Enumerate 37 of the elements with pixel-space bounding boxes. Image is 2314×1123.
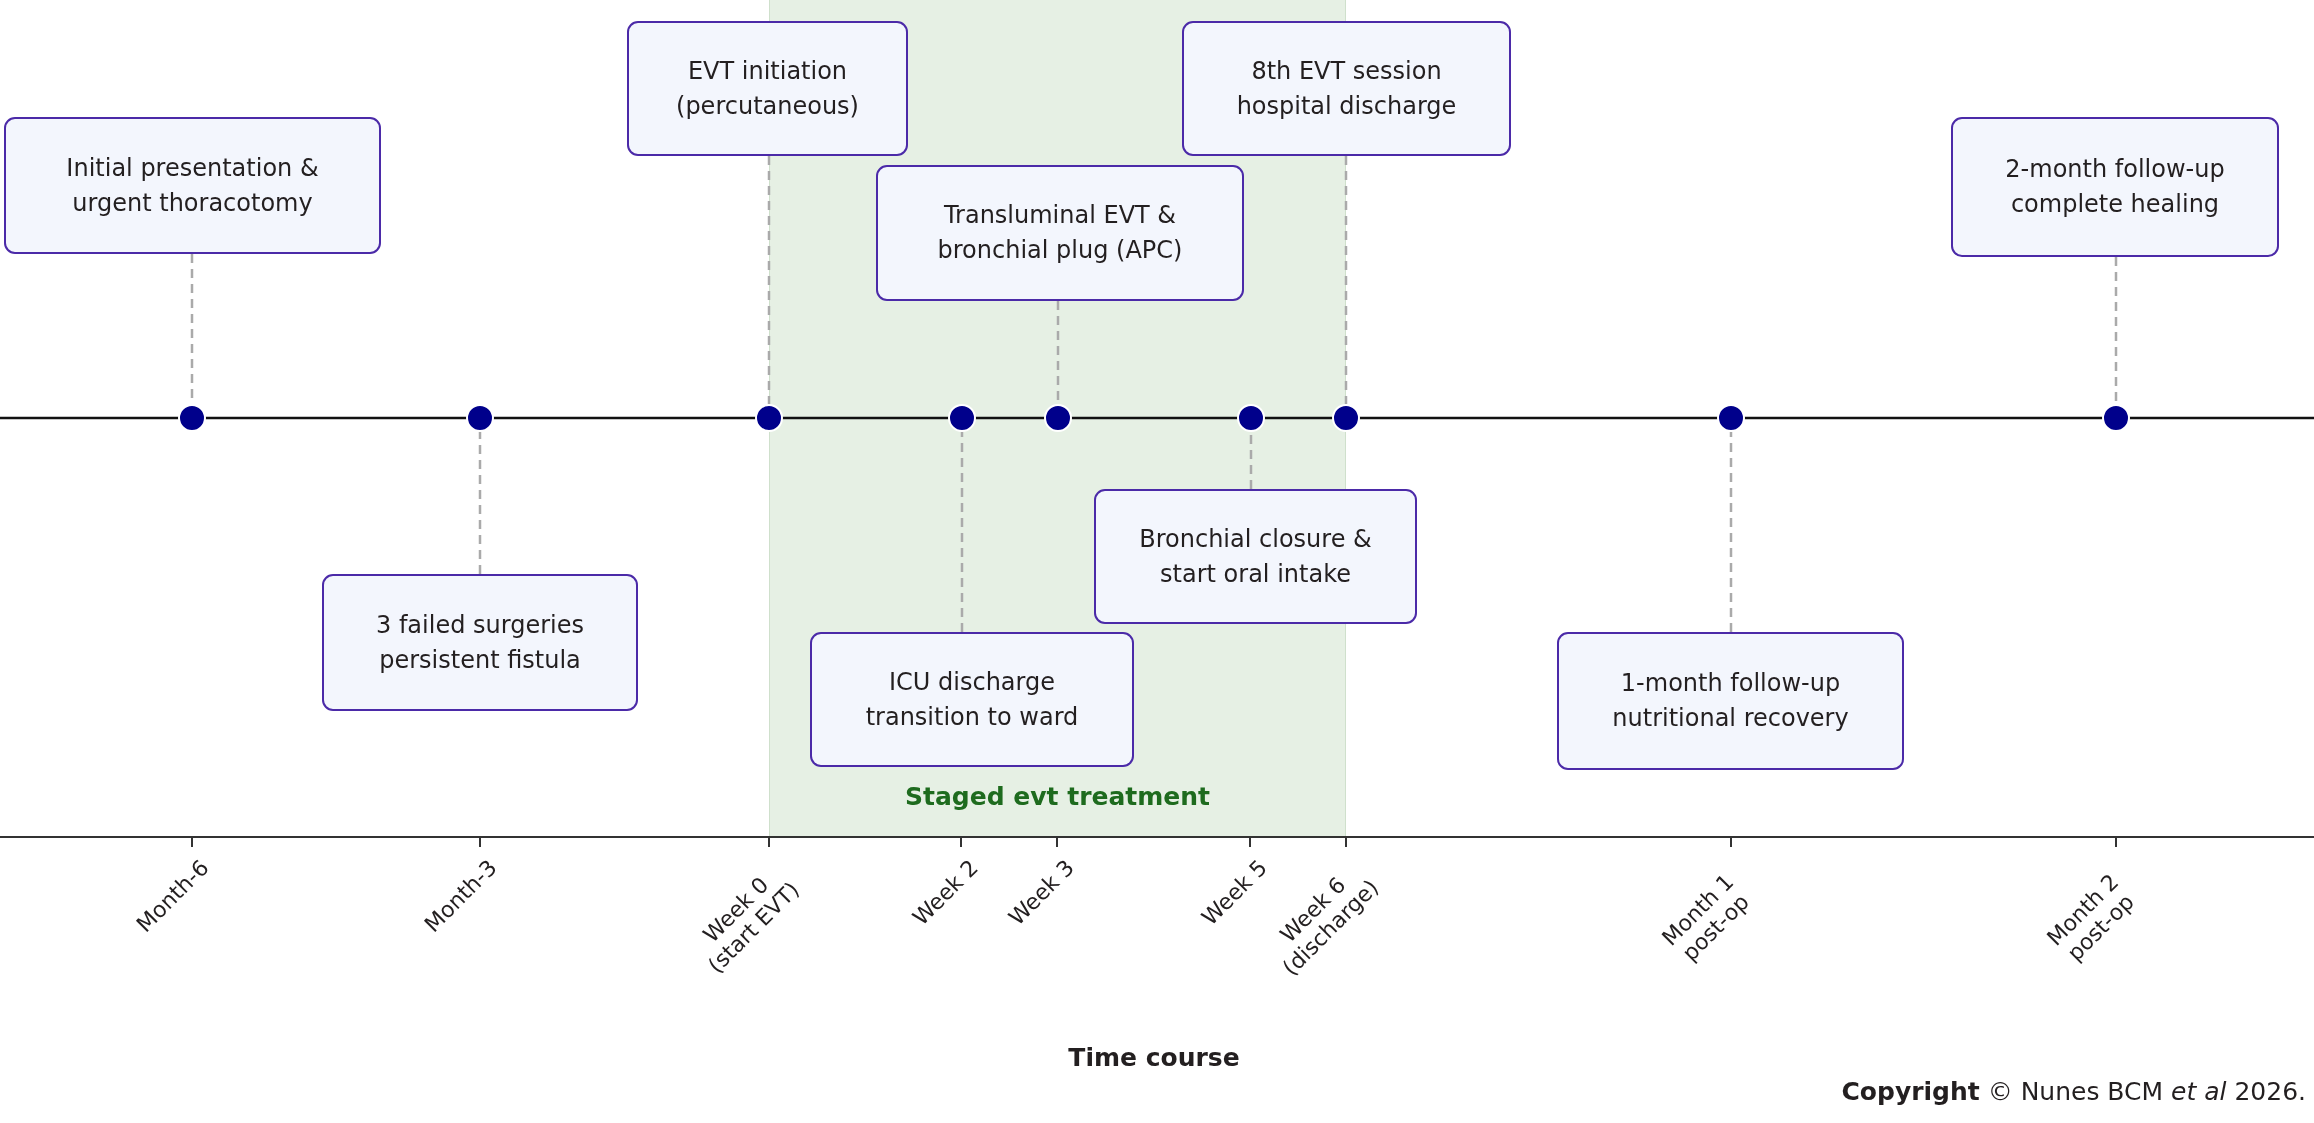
event-box [1557,632,1904,770]
event-marker [1332,404,1360,432]
leader-line [960,432,964,632]
event-box [322,574,638,711]
event-marker [466,404,494,432]
event-label: ICU discharge transition to ward [864,666,1080,733]
axis-title: Time course [1068,1043,1240,1072]
event-label: 8th EVT session hospital discharge [1235,55,1458,122]
leader-line [1344,156,1348,404]
event-marker [1237,404,1265,432]
leader-line [478,432,482,574]
event-label: Bronchial closure & start oral intake [1138,523,1373,590]
leader-line [2114,257,2118,404]
event-box [627,21,908,156]
event-marker [755,404,783,432]
event-label: Transluminal EVT & bronchial plug (APC) [936,200,1184,266]
event-label: 2-month follow-up complete healing [2004,154,2226,220]
band-label: Staged evt treatment [905,782,1210,811]
event-box [876,165,1244,301]
event-box [1094,489,1417,624]
event-label: 3 failed surgeries persistent fistula [375,609,585,676]
event-box [4,117,381,254]
leader-line [767,156,771,404]
event-box [810,632,1134,767]
event-marker [948,404,976,432]
copyright-note: Copyright © Nunes BCM et al 2026. [1841,1077,2306,1106]
event-marker [2102,404,2130,432]
leader-line [1729,432,1733,632]
event-label: EVT initiation (percutaneous) [675,55,860,122]
event-box [1951,117,2279,257]
event-label: 1-month follow-up nutritional recovery [1611,668,1850,734]
event-marker [1044,404,1072,432]
event-label: Initial presentation & urgent thoracotomy [65,152,320,219]
leader-line [1249,432,1253,489]
event-marker [178,404,206,432]
event-box [1182,21,1511,156]
event-marker [1717,404,1745,432]
